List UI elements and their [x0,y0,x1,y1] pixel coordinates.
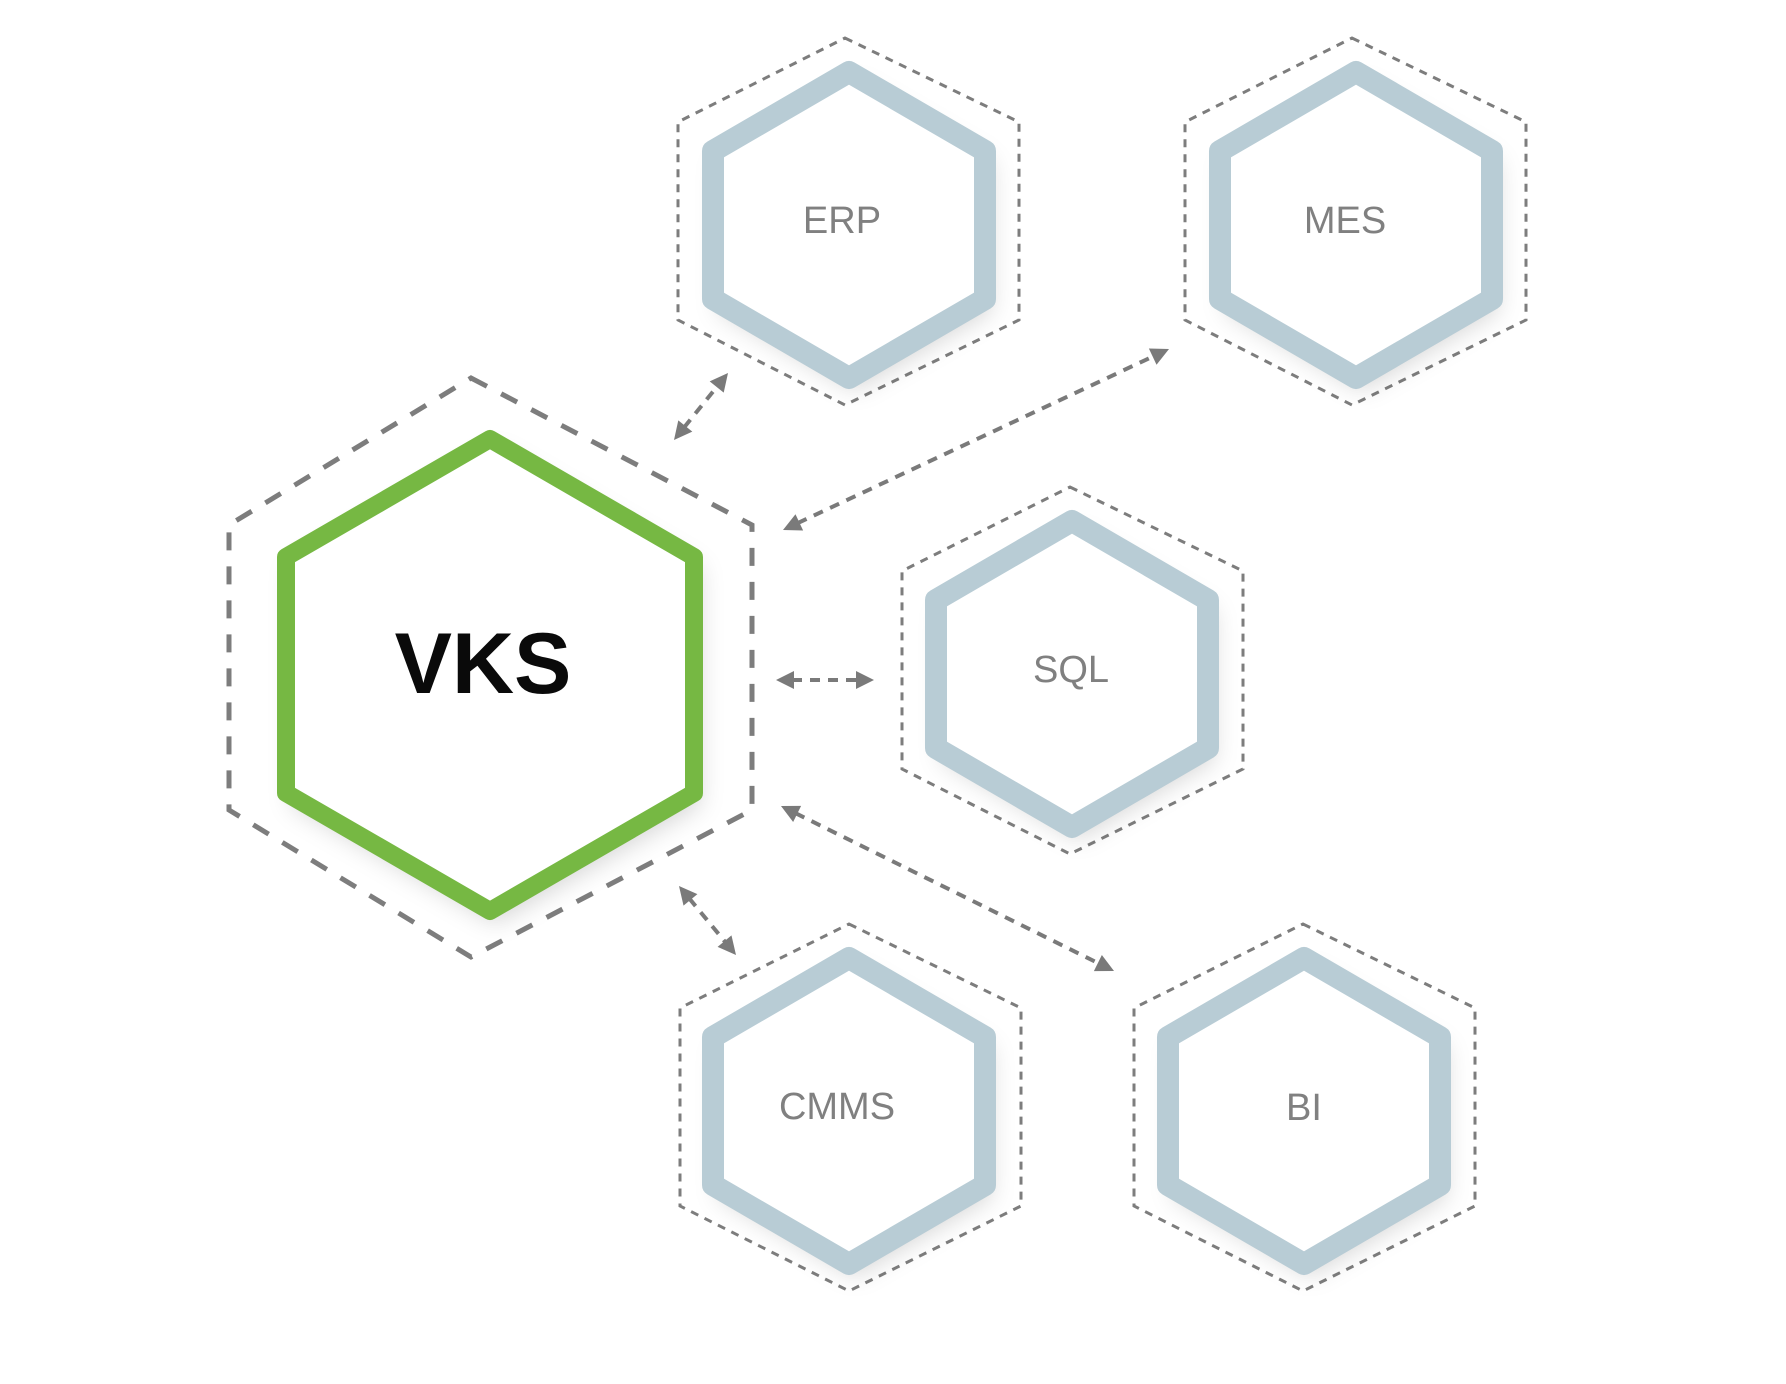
connector-vks-erp [682,384,720,429]
node-erp-ring [702,61,996,389]
connector-vks-erp-arrow-start [674,420,693,440]
node-mes-ring [1209,61,1503,389]
node-mes: MES [1183,36,1528,407]
connector-vks-bi [794,811,1101,966]
node-bi-ring [1157,947,1451,1275]
node-mes-fill [1220,72,1492,378]
node-erp-fill [713,72,985,378]
center-node-vks: VKS [226,375,755,960]
center-node-ring [277,430,703,920]
node-cmms-ring [702,947,996,1275]
node-erp: ERP [676,36,1021,407]
node-sql: SQL [900,485,1245,856]
node-sql-ring [925,510,1219,838]
connector-vks-bi-arrow-start [781,805,802,823]
center-node-label: VKS [395,616,572,712]
connector-vks-cmms [687,897,728,944]
node-sql-label: SQL [1033,649,1109,691]
node-erp-label: ERP [803,200,881,242]
connector-vks-mes-arrow-end [1148,348,1169,365]
node-mes-label: MES [1304,200,1386,242]
node-sql-fill [936,521,1208,827]
center-node-fill [286,439,694,911]
connectors [674,348,1169,972]
connector-vks-sql-arrow-end [856,671,874,689]
connector-vks-erp-arrow-end [709,373,728,393]
node-bi-fill [1168,958,1440,1264]
center-node-dashed-outline [226,375,755,960]
connector-vks-cmms-arrow-end [717,935,736,955]
connector-vks-bi-arrow-end [1093,954,1114,972]
node-bi-label: BI [1286,1087,1322,1129]
connector-vks-sql-arrow-start [776,671,794,689]
node-bi: BI [1132,922,1477,1293]
node-cmms-fill [713,958,985,1264]
connector-vks-mes [796,353,1156,526]
node-cmms: CMMS [678,922,1023,1293]
connector-vks-cmms-arrow-start [679,886,698,906]
connector-vks-mes-arrow-start [783,514,804,531]
node-cmms-label: CMMS [779,1086,895,1128]
